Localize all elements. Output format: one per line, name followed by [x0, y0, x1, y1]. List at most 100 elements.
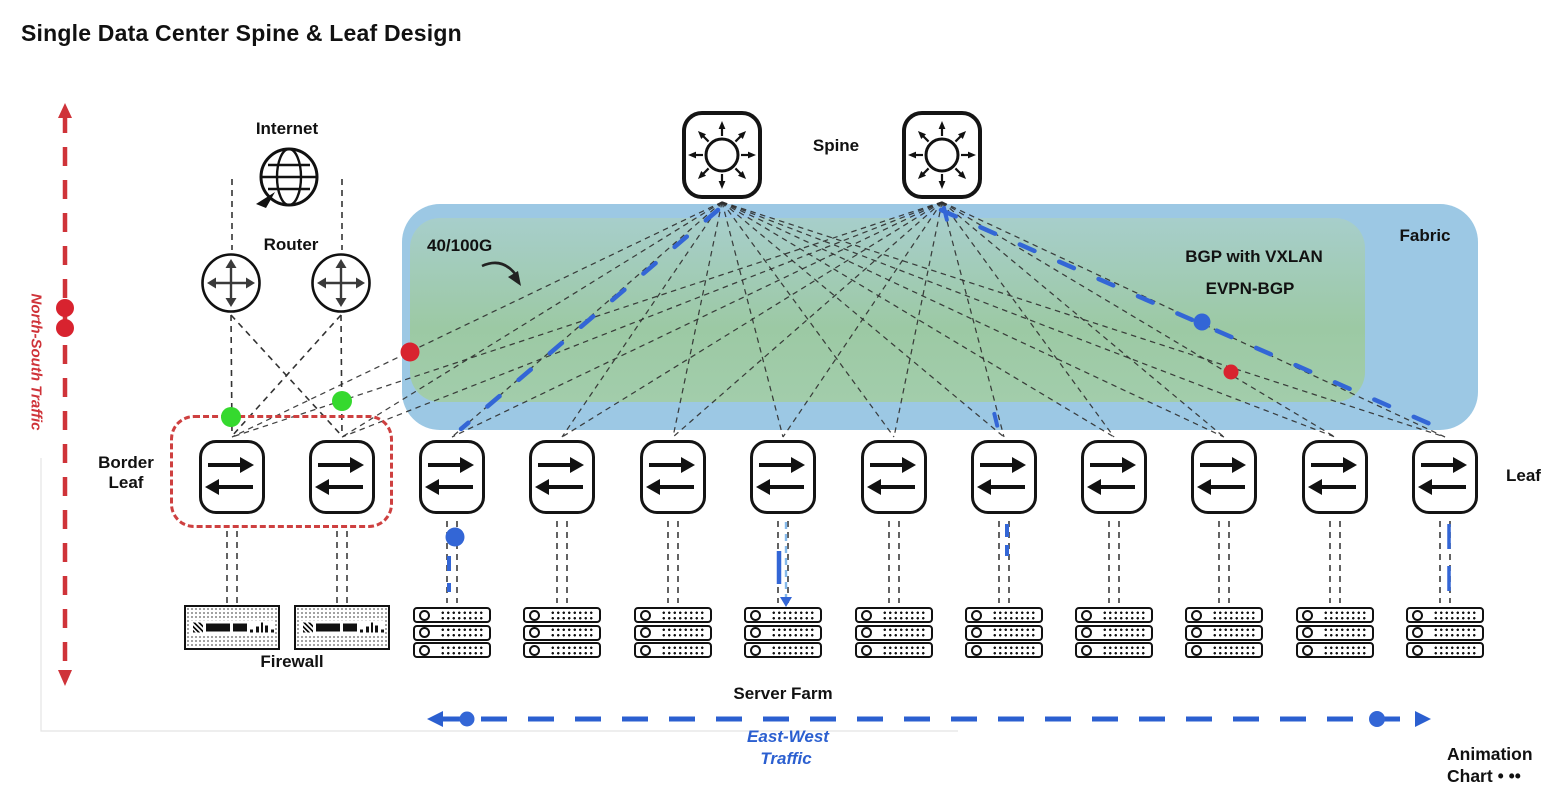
server-stack-icon [1406, 607, 1484, 658]
server-led [1302, 609, 1313, 621]
east-west-traffic-label-line1: East-West [747, 727, 829, 746]
server-ports [1323, 609, 1367, 621]
server-stack-icon [523, 607, 601, 658]
overlay-protocol-line2: EVPN-BGP [1205, 279, 1295, 298]
watermark-line1: Animation [1447, 744, 1533, 764]
server-ports [1212, 644, 1256, 656]
server-ports [1212, 609, 1256, 621]
server-unit [744, 642, 822, 658]
packet-dot-red [56, 299, 74, 317]
server-led [1081, 627, 1092, 638]
packet-dot-blue [459, 711, 475, 727]
packet-dot-blue [1193, 313, 1211, 331]
server-ports [550, 609, 594, 621]
server-ports [661, 627, 705, 638]
watermark: Animation Chart • •• [1447, 743, 1533, 787]
server-unit [1185, 624, 1263, 641]
leaf-switch-icon [971, 440, 1037, 514]
server-unit [965, 642, 1043, 658]
server-ports [992, 627, 1036, 638]
server-led [971, 644, 982, 656]
server-led [419, 627, 430, 638]
router-label: Router [263, 235, 319, 254]
watermark-line2: Chart • •• [1447, 766, 1521, 786]
server-led [861, 644, 872, 656]
server-led [529, 644, 540, 656]
packet-dot-green [221, 407, 241, 427]
server-ports [440, 627, 484, 638]
server-unit [413, 607, 491, 623]
server-led [1412, 609, 1423, 621]
server-ports [771, 644, 815, 656]
packet-dot-blue [1369, 711, 1385, 727]
leaf-switch-icon [640, 440, 706, 514]
server-led [419, 644, 430, 656]
server-ports [1323, 644, 1367, 656]
server-stack-icon [855, 607, 933, 658]
server-led [1081, 609, 1092, 621]
server-unit [965, 624, 1043, 641]
server-stack-icon [1075, 607, 1153, 658]
server-stack-icon [413, 607, 491, 658]
firewall-glyph [303, 622, 313, 633]
link-speed-label: 40/100G [427, 236, 493, 255]
server-ports [1433, 644, 1477, 656]
server-ports [550, 627, 594, 638]
server-ports [440, 609, 484, 621]
server-led [750, 644, 761, 656]
firewall-bar [233, 623, 247, 632]
watermark-dots-icon: • •• [1497, 766, 1521, 786]
server-unit [413, 624, 491, 641]
server-unit [523, 624, 601, 641]
server-unit [1185, 642, 1263, 658]
firewall-dot [360, 629, 363, 632]
server-ports [771, 609, 815, 621]
server-led [971, 627, 982, 638]
server-unit [744, 607, 822, 623]
leaf-switch-icon [750, 440, 816, 514]
border-leaf-label: Border Leaf [98, 453, 154, 493]
server-led [750, 609, 761, 621]
spine-switch-icon [682, 111, 762, 199]
server-stack-icon [744, 607, 822, 658]
router-icon [200, 252, 262, 314]
server-ports [882, 627, 926, 638]
server-led [640, 627, 651, 638]
server-farm-label: Server Farm [733, 684, 833, 703]
internet-globe-icon [256, 146, 320, 208]
packet-dot-blue [445, 527, 465, 547]
packet-dot-red [1223, 364, 1239, 380]
leaf-switch-icon [419, 440, 485, 514]
server-ports [661, 609, 705, 621]
server-led [1081, 644, 1092, 656]
server-ports [992, 609, 1036, 621]
spine-switch-icon [902, 111, 982, 199]
server-ports [1323, 627, 1367, 638]
server-ports [550, 644, 594, 656]
firewall-dot [250, 629, 253, 632]
border-leaf-label-line2: Leaf [108, 473, 144, 492]
server-unit [855, 624, 933, 641]
server-led [529, 627, 540, 638]
firewall-glyph [193, 622, 203, 633]
server-ports [1102, 627, 1146, 638]
server-ports [882, 609, 926, 621]
leaf-switch-icon [1081, 440, 1147, 514]
leaf-switch-icon [1191, 440, 1257, 514]
fabric-overlay-region [410, 218, 1365, 402]
border-leaf-label-line1: Border [98, 453, 154, 472]
server-led [640, 609, 651, 621]
server-unit [855, 642, 933, 658]
server-ports [882, 644, 926, 656]
firewall-ticks [366, 622, 378, 633]
router-icon [310, 252, 372, 314]
server-unit [1406, 624, 1484, 641]
server-stack-icon [634, 607, 712, 658]
border-leaf-switch-icon [199, 440, 265, 514]
server-ports [1212, 627, 1256, 638]
server-led [1191, 644, 1202, 656]
server-ports [771, 627, 815, 638]
border-leaf-switch-icon [309, 440, 375, 514]
leaf-switch-icon [861, 440, 927, 514]
